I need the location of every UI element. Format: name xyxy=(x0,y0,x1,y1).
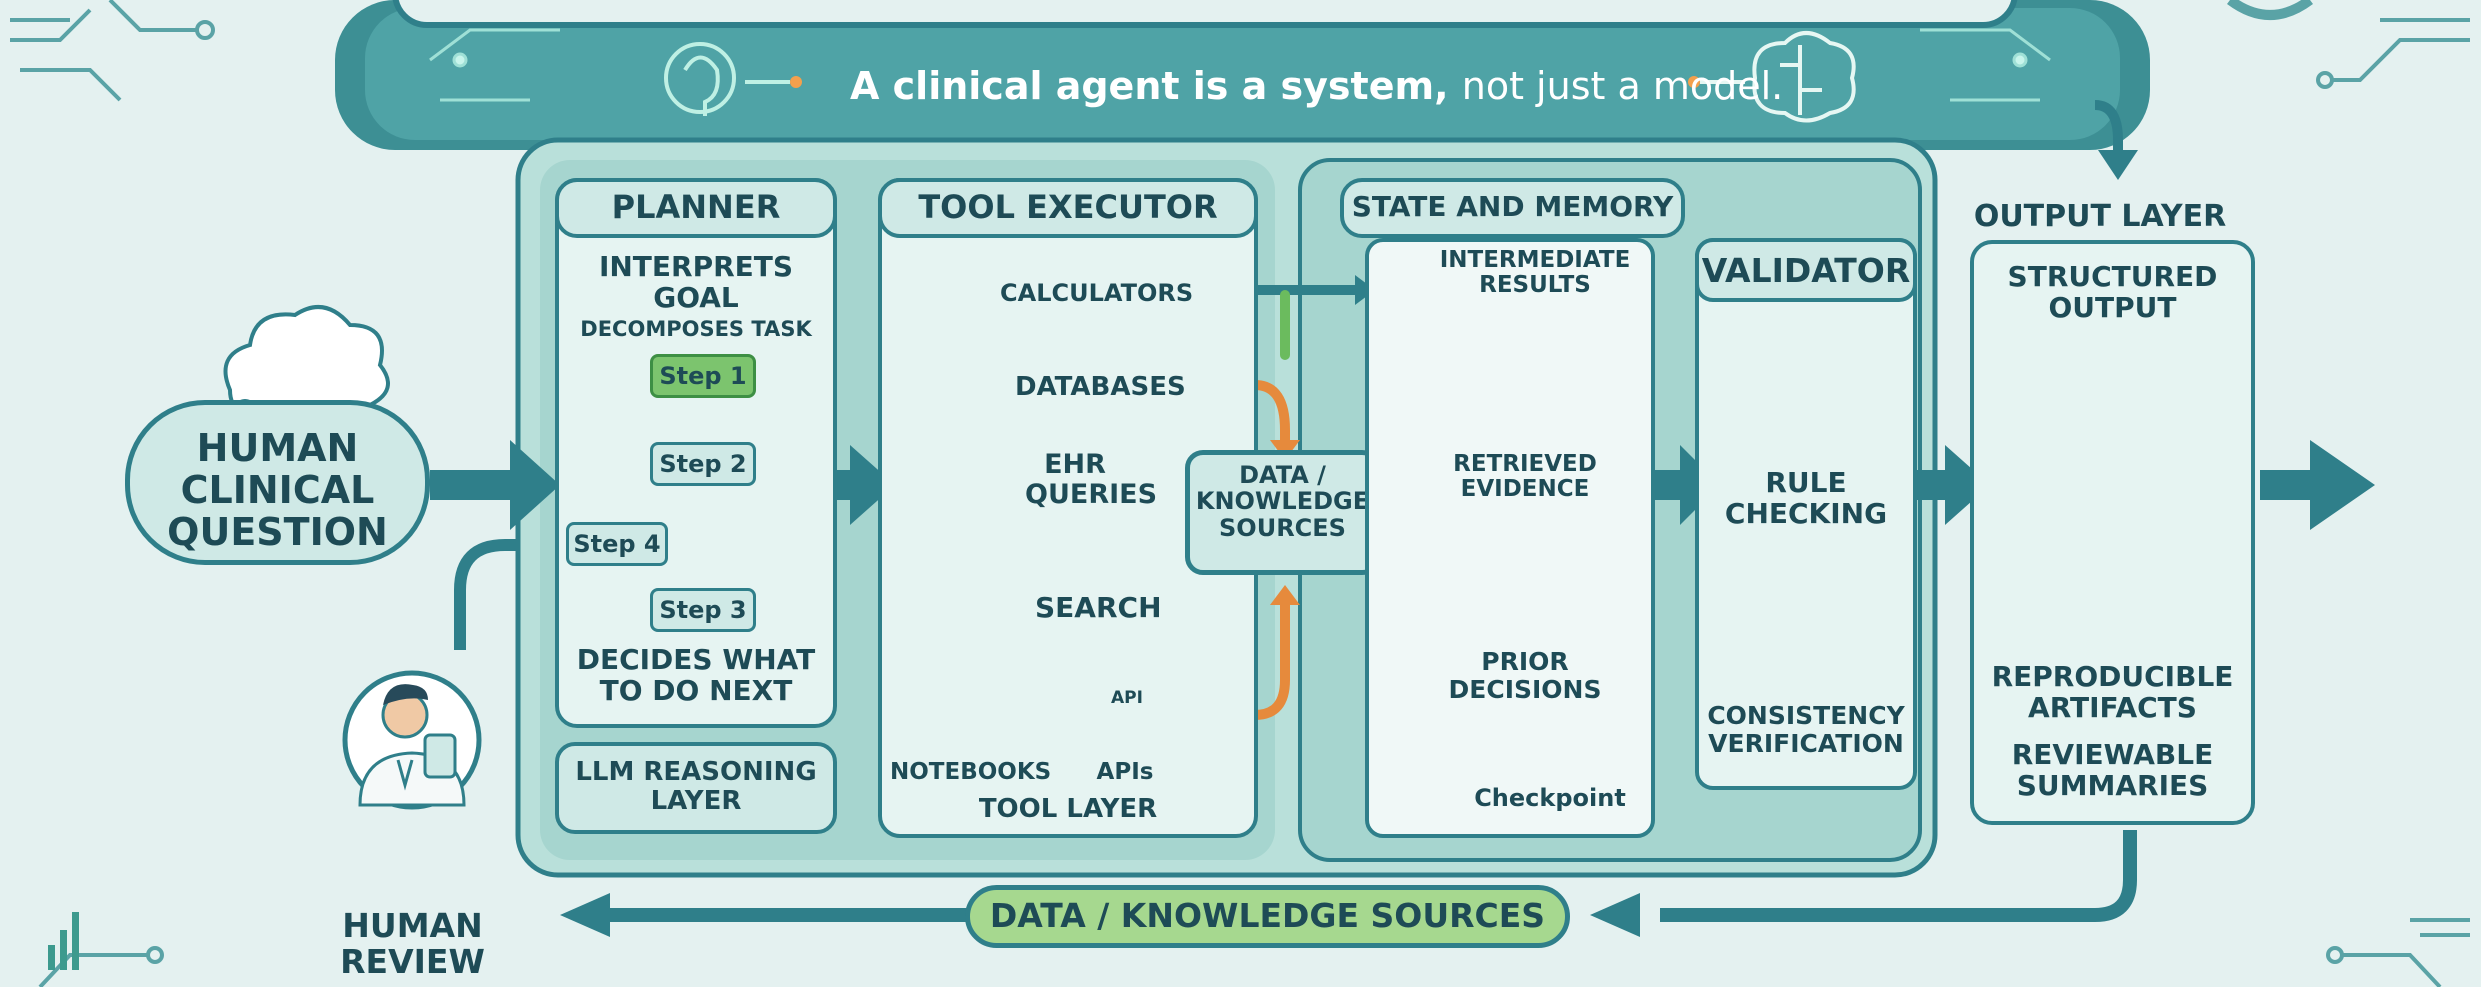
retrieved-line-1: RETRIEVED xyxy=(1453,451,1597,477)
planner-decomposes: DECOMPOSES TASK xyxy=(580,317,812,341)
prior-line-1: PRIOR xyxy=(1481,647,1569,676)
head-icon xyxy=(664,42,802,116)
reviewable-line-1: REVIEWABLE xyxy=(2011,738,2214,771)
consistency-verification-label: CONSISTENCY VERIFICATION xyxy=(1695,702,1917,757)
ehr-line-1: EHR xyxy=(1044,449,1106,480)
reproducible-artifacts-label: REPRODUCIBLE ARTIFACTS xyxy=(1970,660,2255,724)
memory-prior-label: PRIOR DECISIONS xyxy=(1425,648,1625,703)
interprets-line-1: INTERPRETS xyxy=(598,250,794,283)
sources-line-3: SOURCES xyxy=(1219,513,1346,542)
llm-reasoning-layer-box xyxy=(555,742,837,834)
planner-title-box xyxy=(555,178,837,238)
rule-line-1: RULE xyxy=(1765,466,1847,499)
interprets-line-2: GOAL xyxy=(653,280,739,314)
planner-title: PLANNER xyxy=(611,188,781,226)
banner-title-bold: A clinical agent is a system, xyxy=(850,64,1449,108)
tool-executor-title-box xyxy=(878,178,1258,238)
struct-line-1: STRUCTURED xyxy=(2007,260,2218,293)
output-layer-panel xyxy=(1970,240,2255,825)
arrow-output-exit xyxy=(2260,440,2375,530)
api-badge: API xyxy=(1111,688,1143,708)
data-knowledge-sources-label: DATA / KNOWLEDGE SOURCES xyxy=(1185,461,1380,542)
arrow-input-to-planner xyxy=(430,440,560,530)
sources-line-2: KNOWLEDGE xyxy=(1195,487,1370,516)
circuit-decoration-top-right xyxy=(2227,0,2470,89)
banner-title-rest: not just a model. xyxy=(1461,64,1784,108)
validator-title-box xyxy=(1695,238,1917,302)
bottom-sources-label: DATA / KNOWLEDGE SOURCES xyxy=(989,896,1546,935)
rule-line-2: CHECKING xyxy=(1724,496,1888,530)
checkpoint-label: Checkpoint xyxy=(1474,784,1626,812)
prior-line-2: DECISIONS xyxy=(1448,674,1602,704)
tool-executor-title: TOOL EXECUTOR xyxy=(918,188,1218,226)
brain-icon xyxy=(1688,31,1856,123)
decides-line-1: DECIDES WHAT xyxy=(576,643,816,676)
tool-databases-label: DATABASES xyxy=(1015,372,1186,402)
bar-chart-decoration xyxy=(48,912,79,970)
memory-intermediate-label: INTERMEDIATE RESULTS xyxy=(1425,247,1645,299)
question-line-3: QUESTION xyxy=(167,509,388,554)
tool-notebooks-label: NOTEBOOKS xyxy=(890,759,1052,785)
step-3: Step 3 xyxy=(650,588,756,632)
state-memory-title: STATE AND MEMORY xyxy=(1351,190,1674,223)
question-line-2: CLINICAL xyxy=(180,467,375,512)
intermediate-line-2: RESULTS xyxy=(1479,272,1591,299)
arrow-memory-to-validator xyxy=(1650,445,1720,525)
question-line-1: HUMAN xyxy=(196,426,359,470)
memory-retrieved-label: RETRIEVED EVIDENCE xyxy=(1425,451,1625,503)
structured-output-label: STRUCTURED OUTPUT xyxy=(1970,260,2255,324)
human-clinical-question-box xyxy=(125,400,430,565)
llm-layer-line-2: LAYER xyxy=(650,785,742,816)
human-clinical-question-label: HUMAN CLINICAL QUESTION xyxy=(125,426,430,554)
review-line-1: HUMAN xyxy=(342,906,483,945)
output-layer-title: OUTPUT LAYER xyxy=(1973,199,2227,234)
circuit-decoration-top-left xyxy=(10,0,215,102)
struct-line-2: OUTPUT xyxy=(2048,290,2177,324)
decides-line-2: TO DO NEXT xyxy=(599,673,793,707)
review-to-planner-loop xyxy=(454,539,520,650)
banner-title: A clinical agent is a system, not just a… xyxy=(850,64,1783,108)
step-4: Step 4 xyxy=(566,522,668,566)
flow-arrows xyxy=(430,440,2375,530)
reviewable-line-2: SUMMARIES xyxy=(2016,768,2209,802)
planner-interprets: INTERPRETS GOAL xyxy=(555,250,837,314)
repro-line-1: REPRODUCIBLE xyxy=(1991,660,2234,693)
consistency-line-2: VERIFICATION xyxy=(1708,728,1904,758)
banner-inner xyxy=(365,8,2120,140)
sources-line-1: DATA / xyxy=(1239,461,1326,489)
tool-ehr-label: EHR QUERIES xyxy=(1025,449,1158,510)
step-1: Step 1 xyxy=(650,354,756,398)
state-memory-panel xyxy=(1365,238,1655,838)
tool-layer-label: TOOL LAYER xyxy=(978,794,1158,824)
tool-calculators-label: CALCULATORS xyxy=(1000,279,1194,307)
circuit-decoration-bottom xyxy=(38,918,2470,987)
consistency-line-1: CONSISTENCY xyxy=(1707,701,1905,730)
ehr-line-2: QUERIES xyxy=(1025,478,1158,510)
arrow-validator-to-output xyxy=(1915,445,1990,525)
tool-search-label: SEARCH xyxy=(1035,591,1162,624)
review-line-2: REVIEW xyxy=(340,942,485,982)
validator-title: VALIDATOR xyxy=(1701,251,1911,290)
intermediate-line-1: INTERMEDIATE xyxy=(1439,247,1631,273)
tool-apis-label: APIs xyxy=(1096,759,1154,785)
rule-checking-label: RULE CHECKING xyxy=(1695,466,1917,530)
state-memory-title-box xyxy=(1340,178,1685,238)
arrow-planner-to-tools xyxy=(815,445,895,525)
doctor-icon xyxy=(342,670,482,810)
retrieved-line-2: EVIDENCE xyxy=(1460,476,1590,503)
human-review-label: HUMAN REVIEW xyxy=(340,906,485,982)
llm-layer-line-1: LLM REASONING xyxy=(575,757,817,787)
repro-line-2: ARTIFACTS xyxy=(2028,690,2197,724)
bottom-sources-pill xyxy=(965,885,1570,948)
arrow-banner-to-output xyxy=(2094,100,2123,150)
llm-reasoning-layer-label: LLM REASONING LAYER xyxy=(555,758,837,815)
step-2: Step 2 xyxy=(650,442,756,486)
reviewable-summaries-label: REVIEWABLE SUMMARIES xyxy=(1970,738,2255,802)
planner-decides: DECIDES WHAT TO DO NEXT xyxy=(555,643,837,707)
